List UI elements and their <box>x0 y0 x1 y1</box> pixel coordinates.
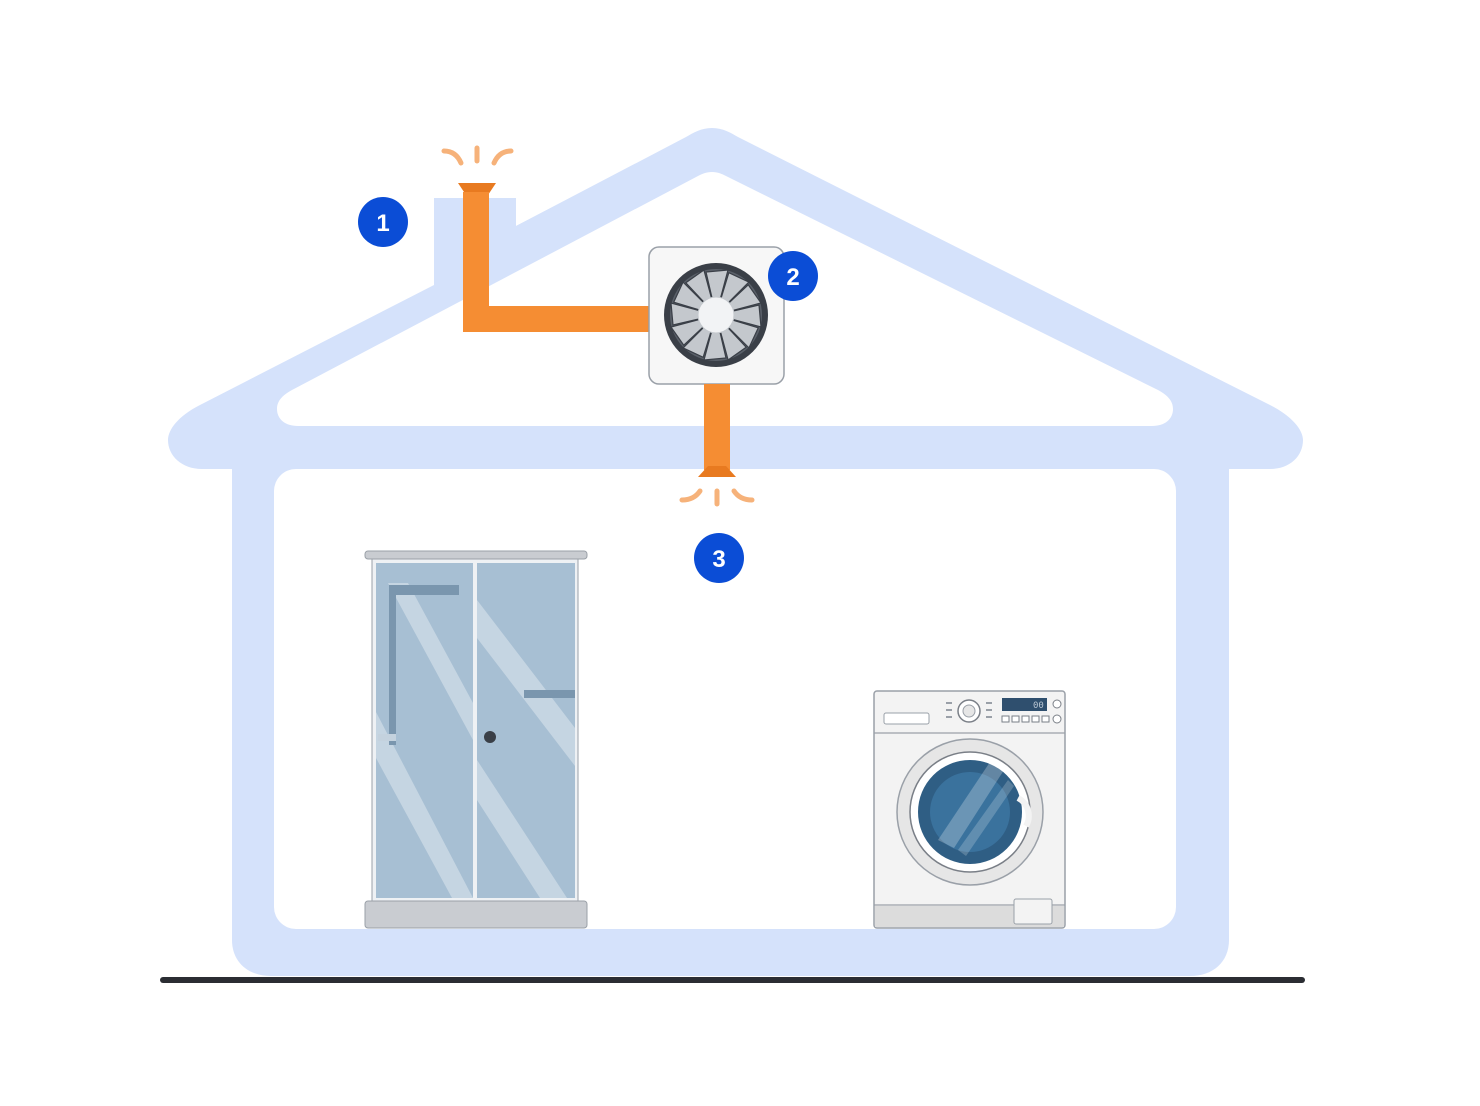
roof-exhaust-duct <box>458 183 651 332</box>
washer-display <box>1002 698 1047 711</box>
marker-2-label: 2 <box>786 264 799 291</box>
marker-1-label: 1 <box>376 210 389 237</box>
fan-unit-marker: 2 <box>768 251 818 301</box>
washer-display-value: 00 <box>1033 701 1044 711</box>
extract-vent <box>698 384 736 477</box>
ventilation-fan <box>648 246 785 385</box>
roof-airflow-icon <box>441 145 514 166</box>
washing-machine: 00 <box>873 690 1066 929</box>
roof-vent-marker: 1 <box>358 197 408 247</box>
shower-cabin <box>364 550 588 929</box>
marker-3-label: 3 <box>712 546 725 573</box>
room-airflow-icon <box>679 488 755 507</box>
room-extract-marker: 3 <box>694 533 744 583</box>
